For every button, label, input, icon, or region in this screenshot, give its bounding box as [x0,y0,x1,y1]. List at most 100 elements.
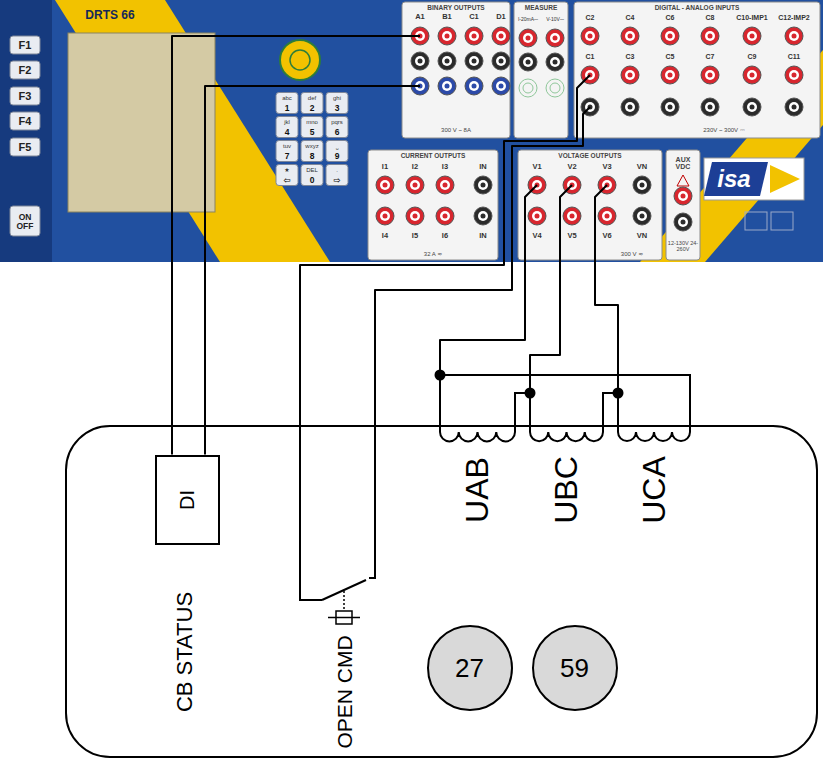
node-text: 230V ~ 300V ⎓ [703,127,745,133]
terminal-socket [792,34,797,39]
terminal-ring [674,213,692,231]
terminal-socket [445,59,450,64]
terminal [436,207,454,225]
panel-label: V1 [532,163,541,171]
terminal-ring [436,207,454,225]
panel-label: ⇦ [283,175,290,184]
panel-label: B1 [442,13,452,21]
terminal-ring [563,207,581,225]
terminal-insert [496,31,506,41]
terminal-ring [743,27,761,45]
terminal-insert [747,70,757,80]
terminal-socket [628,34,633,39]
brand-logo: isa [708,162,760,196]
terminal-socket [526,60,531,65]
terminal [598,207,616,225]
terminal-ring [674,187,692,205]
terminal-socket [535,214,540,219]
terminal [633,207,651,225]
terminal [661,27,679,45]
wire [375,107,590,425]
terminal [465,52,483,70]
node-text: 300 V ≂ [621,251,643,257]
terminal-socket [413,183,418,188]
terminal [465,27,483,45]
panel-label: 8 [310,151,315,160]
terminal-insert [415,56,425,66]
knob [280,40,320,80]
node-text: UAB [461,457,493,523]
terminal-socket [668,73,673,78]
panel-label: C12-IMP2 [778,14,810,21]
logo-arrow [770,165,800,193]
terminal [621,66,639,84]
terminal-ring [411,52,429,70]
panel-label: tuv [283,143,291,149]
terminal-socket [605,214,610,219]
terminal-insert [550,83,560,93]
terminal-ring [376,207,394,225]
terminal-ring [519,79,537,97]
vt-coil [440,425,515,441]
terminal-insert [478,211,488,221]
node-text: VOLTAGE OUTPUTS [558,153,621,160]
terminal [438,77,456,95]
protection-function: 59 [532,625,618,711]
inputs-panel: DIGITAL - ANALOG INPUTS230V ~ 300V ⎓ [574,2,820,138]
panel-label: 6 [335,127,340,136]
panel-label: VN [637,232,647,240]
node-text: 27 [455,655,484,681]
terminal-insert [747,31,757,41]
terminal-insert [705,102,715,112]
terminal [701,98,719,116]
panel-label: 0 [310,175,315,184]
terminal-socket [383,214,388,219]
panel-label: C5 [666,53,675,60]
terminal-socket [418,59,423,64]
aux-panel: AUX VDC12-130V 24-260V [666,150,700,260]
panel-label: C1 [469,13,479,21]
section-panel [518,150,662,260]
terminal-socket [499,59,504,64]
node-text: MEASURE [525,5,558,12]
panel-label: 9 [335,151,340,160]
terminal [563,207,581,225]
terminal-ring [633,176,651,194]
terminal-socket [553,86,558,91]
terminal-insert [523,33,533,43]
relay-housing: DI2759CB STATUSOPEN CMDUABUBCUCA [65,425,818,758]
terminal [674,213,692,231]
junction-dot [613,388,624,399]
key-button [10,138,40,156]
terminal-socket [750,34,755,39]
key-button [301,165,323,186]
terminal-ring [661,27,679,45]
terminal-ring [406,176,424,194]
panel-label: C9 [748,53,757,60]
wire [205,86,420,455]
terminal-ring [519,53,537,71]
terminal-insert [410,211,420,221]
terminal-insert [665,31,675,41]
terminal [376,176,394,194]
panel-label: I2 [412,163,418,171]
terminal [785,27,803,45]
terminal-insert [625,31,635,41]
panel-label: V3 [602,163,611,171]
terminal-socket [750,73,755,78]
key-button [326,141,348,162]
wire [530,185,572,425]
terminal-socket [472,84,477,89]
panel-label: C4 [626,14,635,21]
panel-label: V4 [532,232,541,240]
terminal-socket [472,34,477,39]
terminal [743,98,761,116]
section-panel [574,2,820,138]
terminal-socket [472,59,477,64]
node-text: DRTS 66 [85,9,134,21]
terminal-socket [499,84,504,89]
terminal-ring [436,176,454,194]
panel-label: pqrs [331,119,343,125]
